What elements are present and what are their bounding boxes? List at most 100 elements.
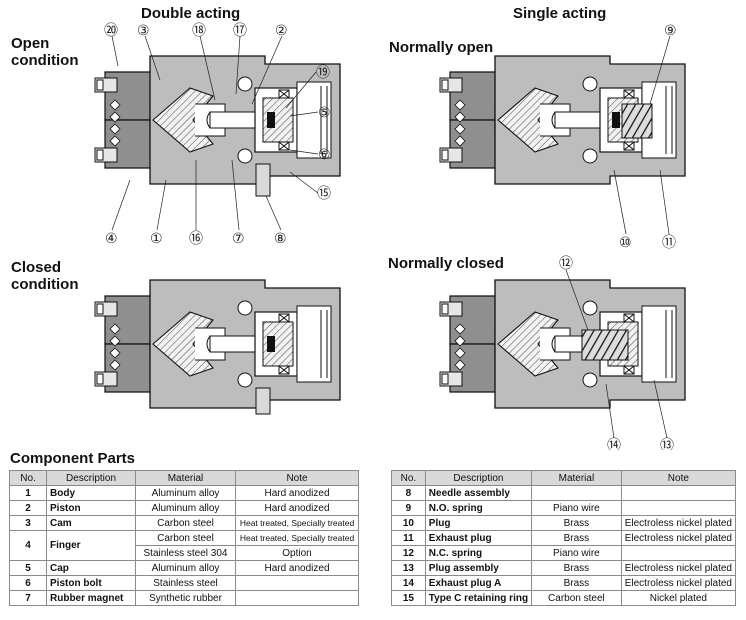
table-row: 6 Piston bolt Stainless steel — [9, 575, 359, 591]
callout-10: ⑩ — [619, 235, 632, 251]
row-mat: Stainless steel — [135, 575, 236, 591]
needle-assembly-shape — [255, 163, 271, 197]
row-mat — [531, 485, 622, 501]
needle-assembly-shape-closed — [255, 387, 271, 415]
table-row: 1 Body Aluminum alloy Hard anodized — [9, 485, 359, 501]
callout-1: ① — [150, 231, 163, 247]
row-note: Electroless nickel plated — [620, 560, 737, 576]
row-note: Hard anodized — [235, 500, 359, 516]
row-mat: Piano wire — [531, 500, 622, 516]
table-row: 9 N.O. spring Piano wire — [391, 500, 737, 516]
table-row: 15 Type C retaining ring Carbon steel Ni… — [391, 590, 737, 606]
col-material: Material — [135, 470, 236, 486]
normally-closed-heading: Normally closed — [388, 255, 504, 272]
row-no: 3 — [9, 515, 47, 531]
col-no: No. — [9, 470, 47, 486]
row-mat: Carbon steel — [135, 515, 236, 531]
table-row: 12 N.C. spring Piano wire — [391, 545, 737, 561]
callout-19: ⑲ — [316, 65, 330, 81]
callout-4: ④ — [105, 231, 118, 247]
row-note: Option — [235, 545, 359, 561]
table-row: 3 Cam Carbon steel Heat treated, Special… — [9, 515, 359, 531]
row-no: 12 — [391, 545, 426, 561]
table-row: 2 Piston Aluminum alloy Hard anodized — [9, 500, 359, 516]
row-note: Electroless nickel plated — [620, 515, 737, 531]
callout-16: ⑯ — [189, 231, 203, 247]
component-parts-table-right: No. Description Material Note 8 Needle a… — [391, 470, 737, 606]
nc-spring-shape — [581, 329, 629, 361]
leader-lines — [111, 35, 671, 439]
row-mat: Carbon steel — [135, 530, 236, 546]
col-description: Description — [424, 470, 533, 486]
row-no: 1 — [9, 485, 47, 501]
row-no: 10 — [391, 515, 426, 531]
row-note: Nickel plated — [620, 590, 737, 606]
callout-6: ⑥ — [318, 147, 331, 163]
row-note: Heat treated, Specially treated — [235, 530, 359, 546]
callout-3: ③ — [137, 23, 150, 39]
callout-14: ⑭ — [607, 438, 621, 450]
table-row: 14 Exhaust plug A Brass Electroless nick… — [391, 575, 737, 591]
row-no: 5 — [9, 560, 47, 576]
table-row: 13 Plug assembly Brass Electroless nicke… — [391, 560, 737, 576]
row-desc: Cam — [46, 515, 136, 531]
row-desc: Finger — [46, 530, 136, 561]
single-acting-normally-closed-diagram — [439, 279, 686, 409]
row-desc: N.O. spring — [424, 500, 533, 516]
row-desc: Cap — [46, 560, 136, 576]
closed-condition-line1: Closed — [11, 259, 62, 276]
col-no: No. — [391, 470, 426, 486]
row-no: 11 — [391, 530, 426, 546]
row-no: 7 — [9, 590, 47, 606]
double-acting-heading: Double acting — [141, 5, 241, 22]
closed-condition-line2: condition — [11, 276, 79, 293]
open-condition-line2: condition — [11, 52, 79, 69]
callout-11: ⑪ — [662, 235, 676, 251]
row-desc: Piston — [46, 500, 136, 516]
row-mat: Aluminum alloy — [135, 500, 236, 516]
normally-open-heading: Normally open — [389, 39, 494, 56]
component-parts-table-left: No. Description Material Note 1 Body Alu… — [9, 470, 359, 606]
row-mat: Brass — [531, 575, 622, 591]
row-desc: Piston bolt — [46, 575, 136, 591]
row-no: 14 — [391, 575, 426, 591]
callout-18: ⑱ — [192, 23, 206, 39]
col-note: Note — [620, 470, 737, 486]
callout-20: ⑳ — [104, 23, 118, 39]
table-row: Stainless steel 304 Option — [10, 545, 359, 561]
row-note — [620, 485, 737, 501]
row-note — [620, 500, 737, 516]
no-spring-shape — [621, 103, 653, 139]
table-row: 8 Needle assembly — [391, 485, 737, 501]
table-header-row: No. Description Material Note — [9, 470, 359, 486]
callout-12: ⑫ — [559, 256, 573, 272]
row-note — [235, 590, 359, 606]
row-mat: Carbon steel — [531, 590, 622, 606]
row-mat: Synthetic rubber — [135, 590, 236, 606]
row-desc: Body — [46, 485, 136, 501]
row-mat: Aluminum alloy — [135, 485, 236, 501]
row-desc: Exhaust plug — [424, 530, 533, 546]
row-no: 9 — [391, 500, 426, 516]
callout-17: ⑰ — [233, 23, 247, 39]
row-mat: Brass — [531, 560, 622, 576]
open-condition-line1: Open — [11, 35, 50, 52]
col-description: Description — [46, 470, 136, 486]
row-no: 2 — [9, 500, 47, 516]
row-no: 6 — [9, 575, 47, 591]
table-row: 10 Plug Brass Electroless nickel plated — [391, 515, 737, 531]
row-mat: Piano wire — [531, 545, 622, 561]
open-condition-label: Open condition — [11, 35, 79, 69]
component-parts-title: Component Parts — [10, 450, 136, 467]
col-material: Material — [531, 470, 622, 486]
row-desc: Plug assembly — [424, 560, 533, 576]
row-no: 15 — [391, 590, 426, 606]
callout-13: ⑬ — [660, 438, 674, 450]
callout-5: ⑤ — [318, 105, 331, 121]
row-desc: Plug — [424, 515, 533, 531]
row-note: Hard anodized — [235, 560, 359, 576]
row-note — [620, 545, 737, 561]
table-row: 7 Rubber magnet Synthetic rubber — [9, 590, 359, 606]
row-note: Heat treated, Specially treated — [235, 515, 359, 531]
table-row: 4 Finger Carbon steel Heat treated, Spec… — [9, 530, 359, 561]
